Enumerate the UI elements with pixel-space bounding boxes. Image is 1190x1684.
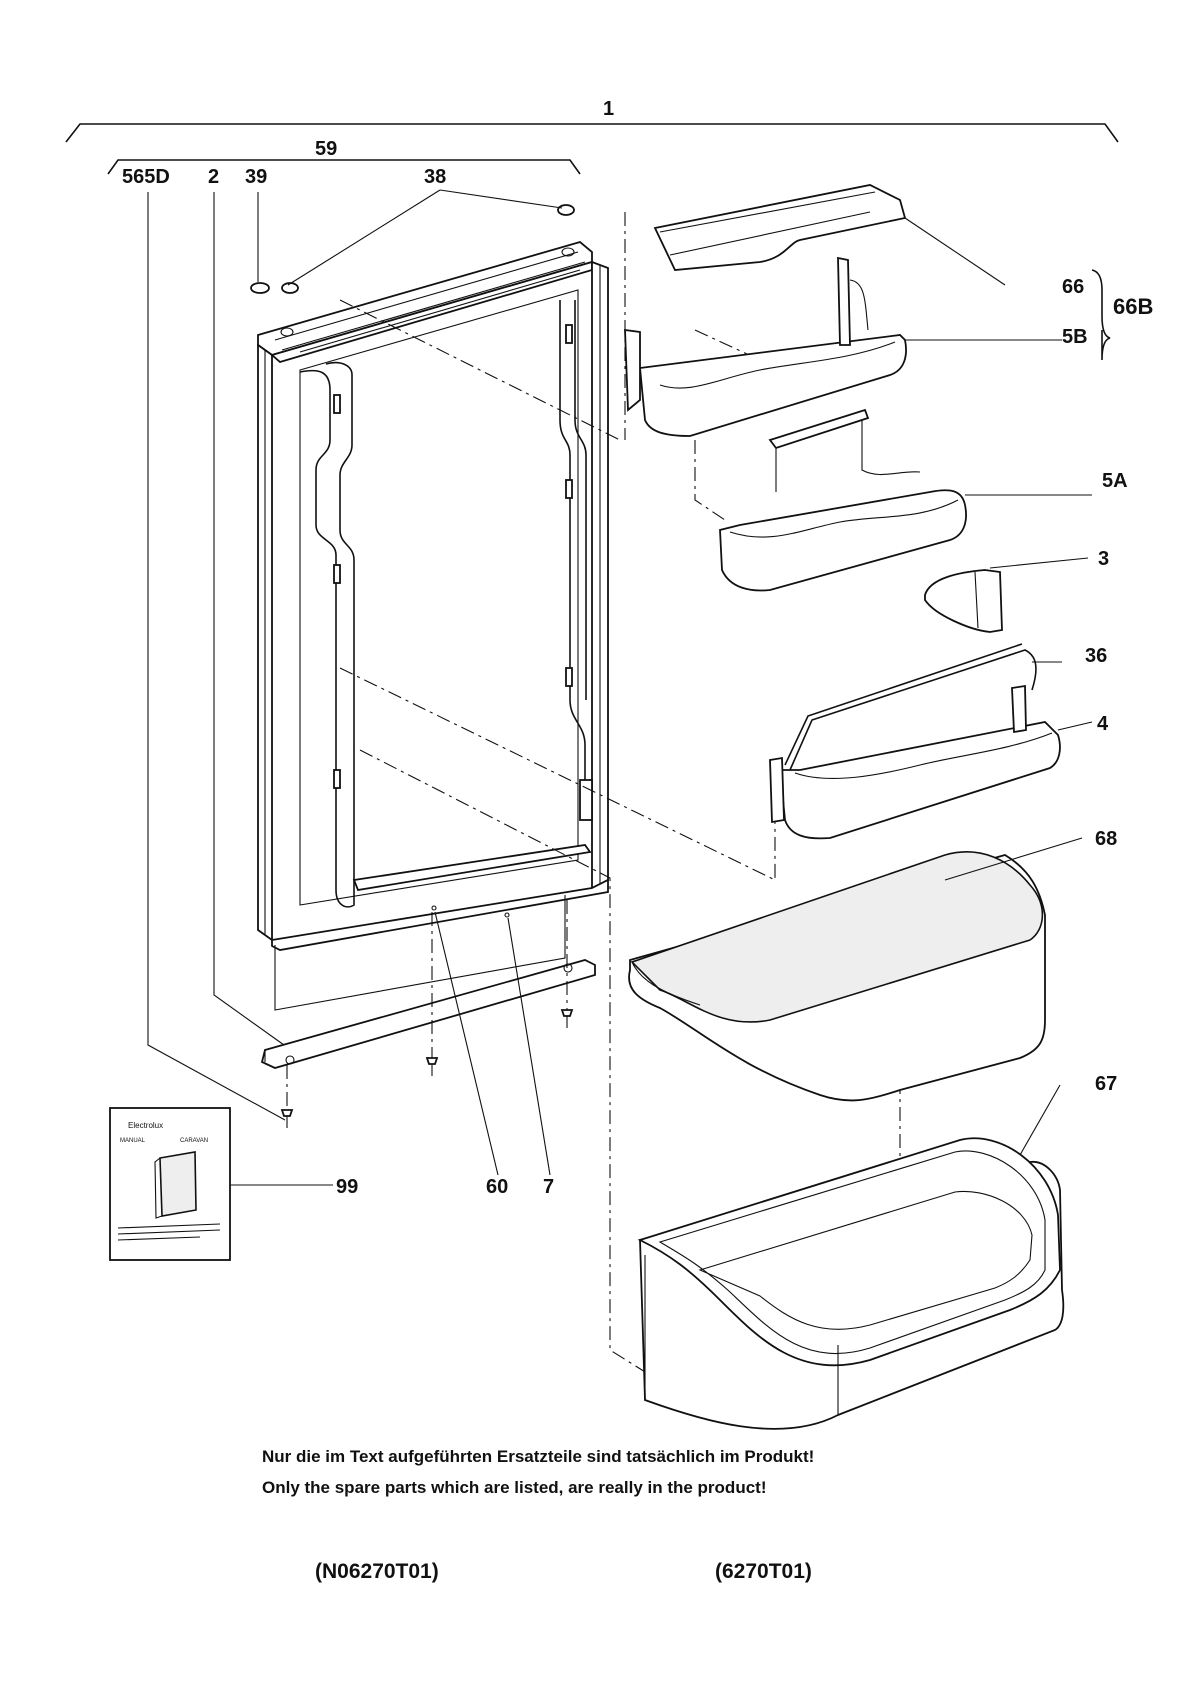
code-right: (6270T01)	[715, 1560, 812, 1583]
label-5B: 5B	[1062, 326, 1088, 348]
part-labels: 1 59 565D 2 39 38 66 66B 5B 5A 3 36 4 68…	[122, 98, 1153, 1198]
label-59: 59	[315, 138, 337, 160]
wire-bar	[784, 643, 1062, 771]
bottle-shelf-top	[624, 256, 1062, 437]
label-2: 2	[208, 166, 219, 188]
label-68: 68	[1095, 828, 1117, 850]
manual-line2: CARAVAN	[180, 1138, 208, 1144]
label-7: 7	[543, 1176, 554, 1198]
label-66: 66	[1062, 276, 1084, 298]
screws	[280, 905, 574, 1128]
lid-group-brace	[1091, 269, 1111, 361]
label-36: 36	[1085, 645, 1107, 667]
code-left: (N06270T01)	[315, 1560, 439, 1583]
label-99: 99	[336, 1176, 358, 1198]
note-german: Nur die im Text aufgeführten Ersatzteile…	[262, 1447, 815, 1466]
manual-booklet: Electrolux MANUAL CARAVAN	[109, 1107, 231, 1261]
label-39: 39	[245, 166, 267, 188]
separator	[924, 557, 1089, 633]
label-5A: 5A	[1102, 470, 1128, 492]
note-english: Only the spare parts which are listed, a…	[262, 1478, 767, 1497]
bottle-shelf-low	[769, 684, 1093, 840]
dairy-box	[637, 1084, 1065, 1430]
label-565D: 565D	[122, 166, 170, 188]
bottle-shelf-mid	[719, 408, 1092, 592]
label-4: 4	[1097, 713, 1109, 735]
leader-lines-left	[147, 189, 568, 1186]
label-38: 38	[424, 166, 446, 188]
dairy-lid	[628, 837, 1083, 1102]
label-66B: 66B	[1113, 294, 1153, 319]
label-67: 67	[1095, 1073, 1117, 1095]
hinge-plate	[260, 895, 596, 1069]
label-60: 60	[486, 1176, 508, 1198]
label-3: 3	[1098, 548, 1109, 570]
rail-lid	[653, 184, 1006, 286]
manual-brand: Electrolux	[128, 1121, 163, 1130]
door-group-bracket	[107, 159, 581, 175]
label-1: 1	[603, 98, 614, 120]
assembly-bracket	[65, 123, 1119, 143]
manual-line1: MANUAL	[120, 1138, 146, 1144]
door-frame	[257, 241, 609, 951]
